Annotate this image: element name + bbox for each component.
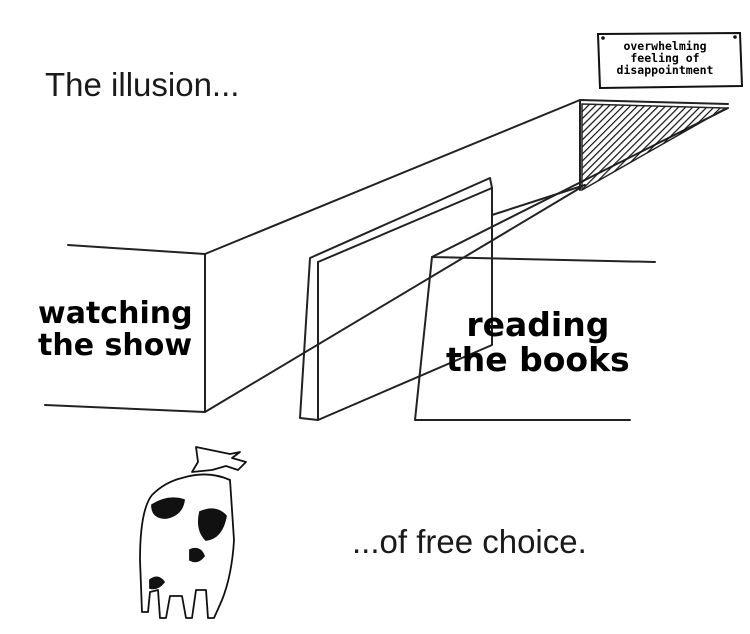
- left-path-label-line-1: watching: [38, 296, 193, 331]
- sign-board: [596, 31, 744, 90]
- dead-end-shadow: [581, 103, 729, 192]
- right-wall: [414, 256, 656, 421]
- cow-drawing: [139, 446, 247, 619]
- right-path-label: reading the books: [446, 305, 630, 379]
- sign-text: overwhelming feeling of disappointment: [616, 39, 714, 77]
- right-path-label-line-2: the books: [446, 339, 630, 379]
- left-path-label: watching the show: [38, 298, 193, 361]
- top-caption: The illusion...: [45, 66, 240, 103]
- left-path-label-line-2: the show: [38, 327, 193, 363]
- bottom-caption: ...of free choice.: [352, 523, 587, 560]
- right-path-label-line-1: reading: [466, 305, 610, 344]
- middle-slab: [299, 177, 493, 421]
- left-wall: [44, 244, 206, 413]
